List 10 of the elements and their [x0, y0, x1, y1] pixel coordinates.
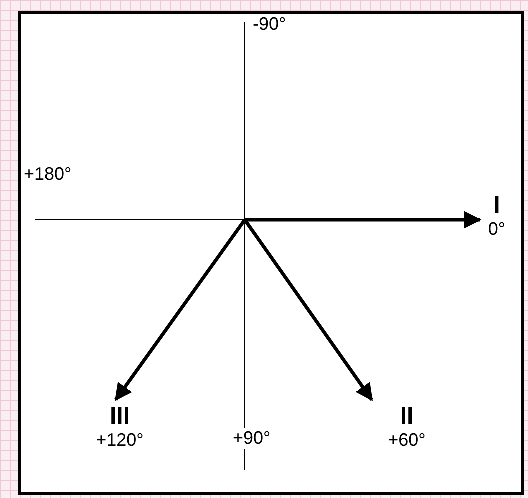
- angle-label: 0°: [487, 218, 507, 240]
- vector-arrow: [244, 219, 374, 402]
- vector-arrow: [245, 211, 482, 229]
- vector-arrow: [114, 218, 246, 402]
- lead-name: II: [399, 405, 415, 429]
- lead-name: I: [492, 194, 502, 218]
- angle-label: +120°: [95, 429, 145, 451]
- lead-name: III: [108, 405, 131, 429]
- angle-label: +90°: [233, 428, 271, 449]
- angle-label: +60°: [387, 429, 427, 451]
